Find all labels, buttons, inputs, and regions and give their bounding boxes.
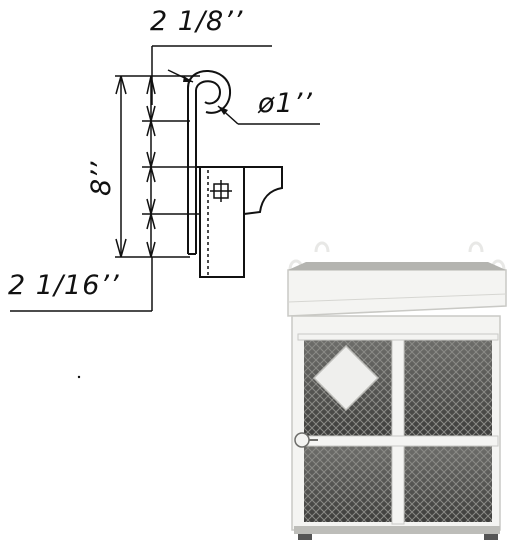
lug-hook [187,70,232,114]
mounting-bracket [196,166,283,215]
bottom-width-label: 2 1/16’’ [8,270,120,301]
diameter-label: ø1’’ [258,88,313,119]
top-width-label: 2 1/8’’ [150,6,244,37]
diamond-placard [312,344,380,412]
cabinet-mesh-door [304,340,492,522]
cabinet-lid [287,269,507,317]
door-latch-knob [294,432,310,448]
